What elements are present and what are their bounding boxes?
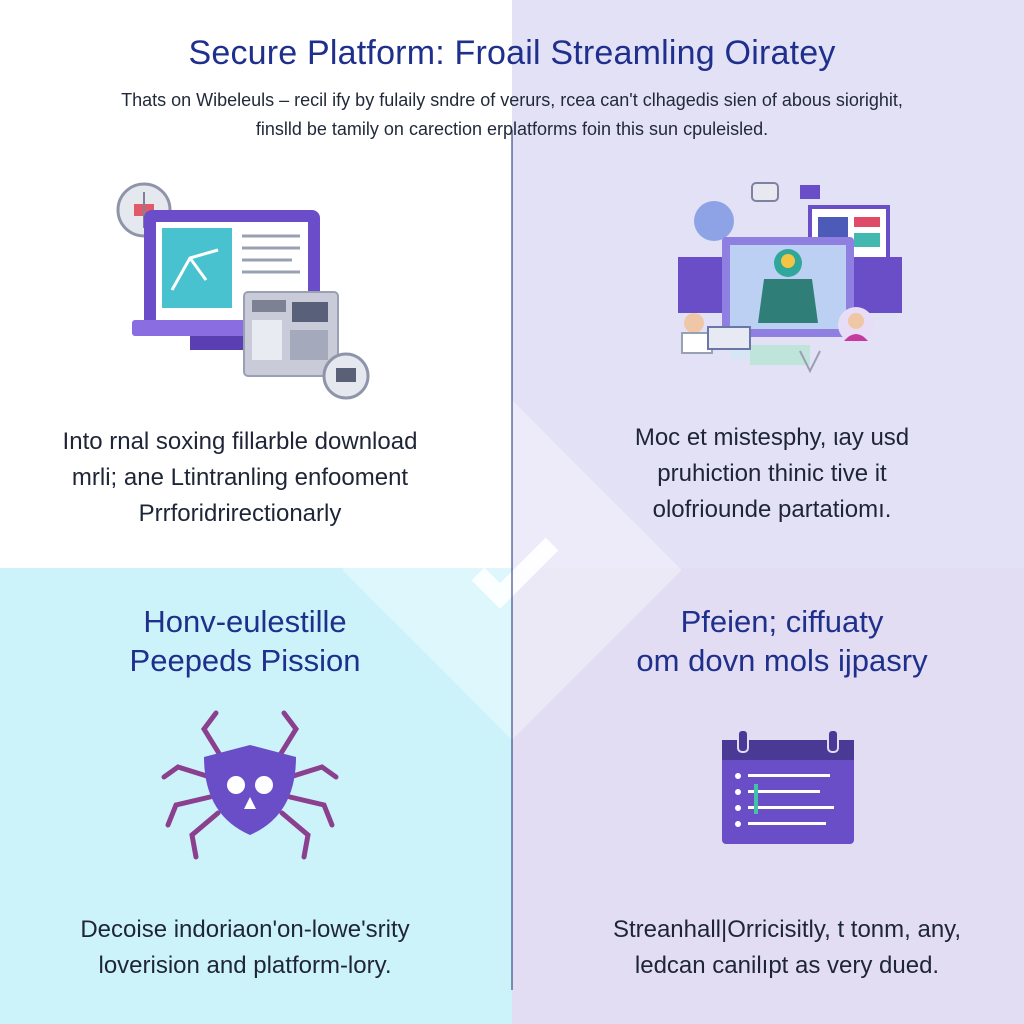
- top-right-line-2: pruhiction thinic tive it: [657, 460, 887, 487]
- bottom-right-line-2: ledcan canilıpt as very dued.: [634, 952, 940, 979]
- calendar-list-icon: [722, 729, 854, 844]
- bottom-left-heading: Honv-eulestille Peepeds Pission: [40, 602, 450, 680]
- subtitle-line-1: Thats on Wibeleuls – recil ify by fulail…: [121, 90, 903, 110]
- top-right-line-3: olofriounde partatiomı.: [652, 496, 892, 523]
- bottom-right-heading-line-1: Pfeien; ciffuaty: [680, 604, 884, 639]
- bottom-left-line-2: loverision and platform-lory.: [98, 952, 392, 979]
- page-title: Secure Platform: Froail Streamling Oirat…: [188, 34, 836, 72]
- top-right-line-1: Moc et mistesphy, ιay usd: [634, 424, 910, 451]
- computer-with-documents-icon: [116, 182, 370, 400]
- top-left-line-1: Into rnal soxing fillarble download: [62, 428, 418, 455]
- bottom-right-line-1: Streanhall|Orricisitly, t tonm, any,: [612, 916, 962, 943]
- bottom-right-heading: Pfeien; ciffuaty om dovn mols ijpasry: [582, 602, 982, 680]
- bottom-left-heading-line-2: Peepeds Pission: [129, 643, 361, 678]
- spider-bug-shield-icon: [161, 710, 339, 860]
- subtitle-line-2: finslld be tamily on carection erplatfor…: [255, 119, 769, 139]
- top-left-line-2: mrli; ane Ltintranling enfooment: [71, 464, 409, 491]
- top-left-text: Into rnal soxing fillarble download mrli…: [30, 424, 450, 532]
- video-streaming-people-icon: [678, 182, 902, 374]
- bottom-right-text: Streanhall|Orricisitly, t tonm, any, led…: [582, 912, 992, 984]
- top-right-text: Moc et mistesphy, ιay usd pruhiction thi…: [592, 420, 952, 528]
- bottom-left-line-1: Decoise indoriaon'on-lowe'srity: [80, 916, 410, 943]
- vertical-divider: [511, 130, 513, 990]
- bottom-left-heading-line-1: Honv-eulestille: [143, 604, 347, 639]
- bottom-right-heading-line-2: om dovn mols ijpasry: [636, 643, 928, 678]
- check-arrow-icon: [471, 537, 559, 609]
- bottom-left-text: Decoise indoriaon'on-lowe'srity loverisi…: [30, 912, 460, 984]
- page-subtitle: Thats on Wibeleuls – recil ify by fulail…: [90, 86, 934, 144]
- top-left-line-3: Prrforidrirectionarly: [138, 500, 342, 527]
